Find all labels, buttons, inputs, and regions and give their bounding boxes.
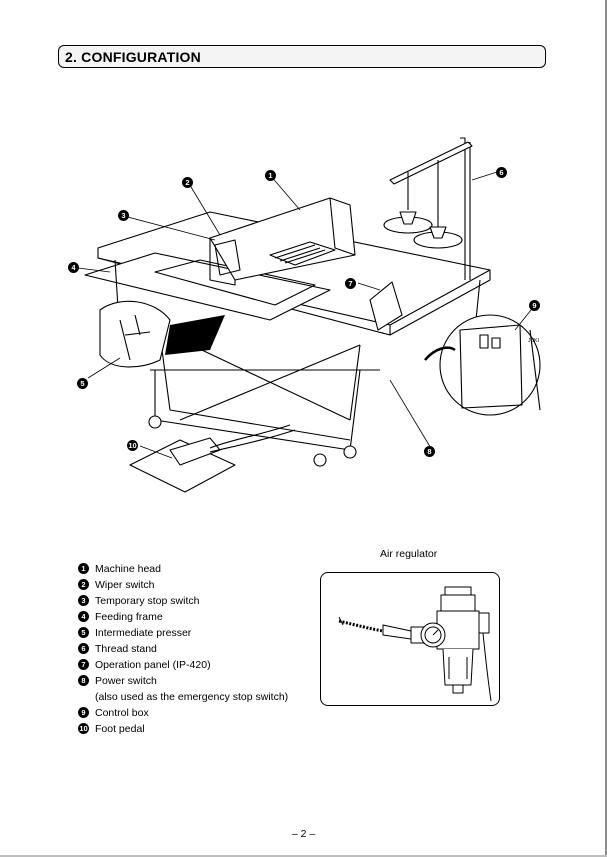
legend-item: 1 Machine head (78, 561, 318, 577)
legend-label: Thread stand (95, 643, 157, 655)
legend-item: 4 Feeding frame (78, 609, 318, 625)
callout-4: 4 (68, 262, 79, 273)
legend-label: Power switch (95, 675, 157, 687)
legend-item: 8 Power switch (78, 673, 318, 689)
callout-3: 3 (118, 210, 129, 221)
legend-label: Control box (95, 707, 149, 719)
legend-item: 5 Intermediate presser (78, 625, 318, 641)
legend-item: 6 Thread stand (78, 641, 318, 657)
legend-item: 3 Temporary stop switch (78, 593, 318, 609)
page-edge-bottom (0, 855, 607, 857)
legend-number: 4 (78, 611, 89, 622)
legend-label: Operation panel (IP-420) (95, 659, 211, 671)
page-edge-right (605, 0, 607, 857)
component-legend: 1 Machine head 2 Wiper switch 3 Temporary s… (78, 561, 318, 737)
legend-item: 10 Foot pedal (78, 721, 318, 737)
panel-brand-text: JUKI (528, 338, 539, 344)
callout-10: 10 (127, 440, 138, 451)
legend-label: Intermediate presser (95, 627, 192, 639)
callout-7: 7 (345, 278, 356, 289)
legend-number: 8 (78, 675, 89, 686)
callout-9: 9 (529, 300, 540, 311)
air-regulator-illustration (338, 586, 492, 702)
section-title: 2. CONFIGURATION (65, 48, 201, 65)
legend-label: Wiper switch (95, 579, 155, 591)
legend-note: (also used as the emergency stop switch) (78, 689, 318, 705)
legend-label: Machine head (95, 563, 161, 575)
callout-6: 6 (496, 167, 507, 178)
legend-number: 1 (78, 563, 89, 574)
legend-number: 5 (78, 627, 89, 638)
legend-number: 6 (78, 643, 89, 654)
machine-illustration: JUKI (77, 137, 541, 493)
legend-number: 9 (78, 707, 89, 718)
section-header: 2. CONFIGURATION (58, 45, 546, 68)
legend-label: Temporary stop switch (95, 595, 200, 607)
callout-2: 2 (182, 177, 193, 188)
legend-number: 2 (78, 579, 89, 590)
legend-number: 7 (78, 659, 89, 670)
callout-5: 5 (77, 378, 88, 389)
page-number: – 2 – (291, 828, 316, 840)
callout-8: 8 (424, 446, 435, 457)
legend-item: 7 Operation panel (IP-420) (78, 657, 318, 673)
legend-note-text: (also used as the emergency stop switch) (95, 691, 289, 703)
legend-label: Feeding frame (95, 611, 163, 623)
legend-label: Foot pedal (95, 723, 145, 735)
legend-item: 2 Wiper switch (78, 577, 318, 593)
air-regulator-caption: Air regulator (380, 548, 438, 560)
legend-number: 3 (78, 595, 89, 606)
legend-number: 10 (78, 723, 89, 734)
air-regulator-panel (320, 572, 500, 706)
callout-1: 1 (265, 170, 276, 181)
legend-item: 9 Control box (78, 705, 318, 721)
